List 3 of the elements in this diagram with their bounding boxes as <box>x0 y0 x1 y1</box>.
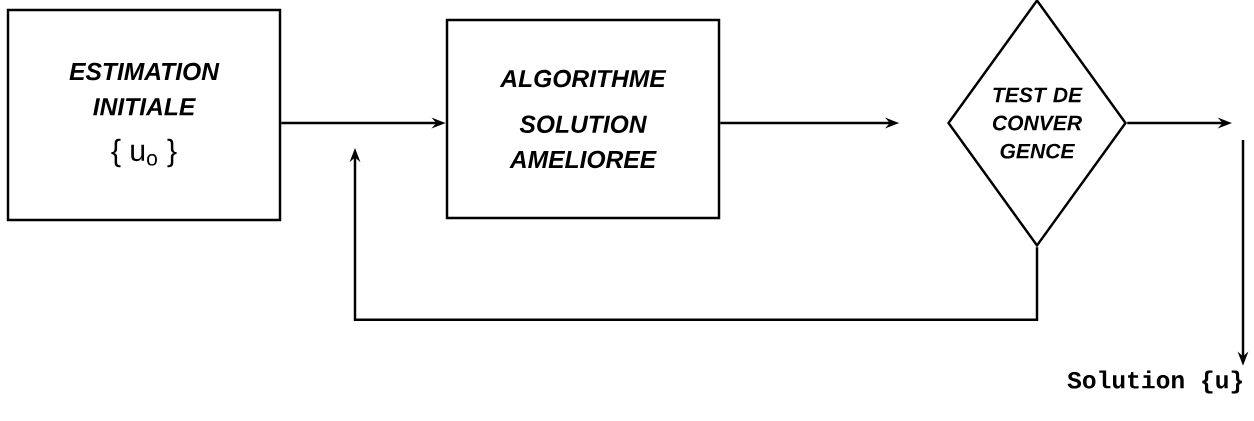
process-box: ESTIMATION INITIALE { u$_{o}$ } <box>6 8 282 222</box>
process-box: ALGORITHME SOLUTION AMELIOREE <box>445 18 721 220</box>
output-label: Solution {u} <box>1067 370 1242 394</box>
